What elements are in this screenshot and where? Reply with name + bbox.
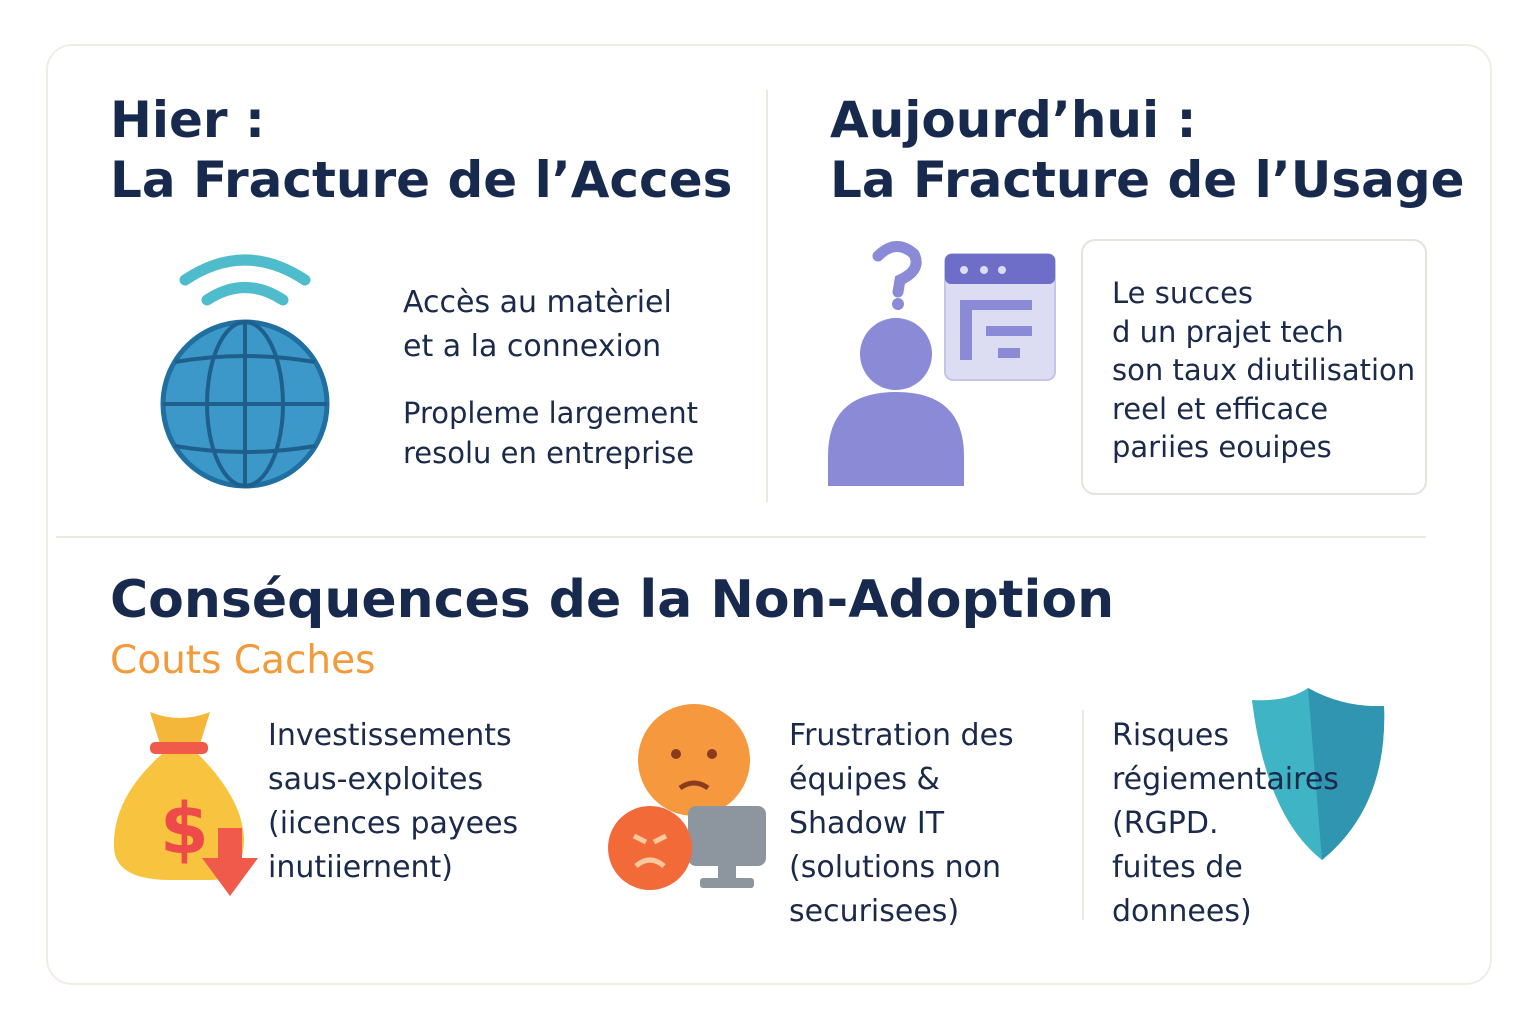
globe-wifi-icon <box>160 254 330 489</box>
consequences-title: Conséquences de la Non-Adoption <box>110 570 1115 630</box>
section-divider <box>56 536 1426 538</box>
column-divider <box>766 90 768 502</box>
right-title: Aujourd’hui :La Fracture de l’Usage <box>830 91 1465 209</box>
frustrated-faces-monitor-icon <box>608 704 766 890</box>
shield-icon <box>1252 688 1385 860</box>
left-title: Hier :La Fracture de l’Acces <box>110 91 733 209</box>
confused-user-icon <box>828 241 1056 486</box>
hidden-costs-subtitle: Couts Caches <box>110 638 376 683</box>
svg-text:$: $ <box>160 788 209 870</box>
money-bag-icon: $ <box>113 712 258 896</box>
item-divider <box>1082 710 1084 920</box>
infographic-card <box>46 44 1492 985</box>
